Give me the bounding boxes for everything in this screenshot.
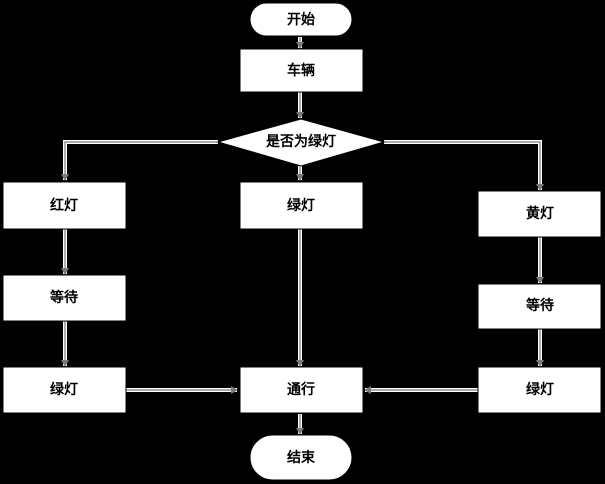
connectors <box>61 37 544 435</box>
node-green-light-mid-label: 绿灯 <box>287 197 315 214</box>
node-decision: 是否为绿灯 <box>216 118 386 167</box>
node-vehicle-label: 车辆 <box>287 62 315 79</box>
node-red-light: 红灯 <box>2 181 127 230</box>
node-pass: 通行 <box>239 366 364 414</box>
node-start-label: 开始 <box>287 11 315 28</box>
node-green-right-label: 绿灯 <box>526 381 554 398</box>
node-green-right: 绿灯 <box>477 366 602 414</box>
node-green-left-label: 绿灯 <box>50 381 78 398</box>
node-wait-right-label: 等待 <box>526 297 554 314</box>
node-yellow-light-label: 黄灯 <box>526 205 554 222</box>
node-end-label: 结束 <box>287 449 316 466</box>
node-start: 开始 <box>249 2 353 37</box>
node-green-left: 绿灯 <box>2 366 127 414</box>
node-pass-label: 通行 <box>287 381 315 398</box>
node-wait-right: 等待 <box>477 283 602 330</box>
node-yellow-light: 黄灯 <box>477 190 602 238</box>
node-vehicle: 车辆 <box>239 48 364 93</box>
node-end: 结束 <box>249 434 353 481</box>
node-green-light-mid: 绿灯 <box>239 181 364 230</box>
node-decision-label: 是否为绿灯 <box>266 133 336 150</box>
node-wait-left-label: 等待 <box>50 289 78 306</box>
node-wait-left: 等待 <box>2 274 127 322</box>
edge-decision-red <box>61 140 218 181</box>
node-red-light-label: 红灯 <box>50 197 78 214</box>
edge-decision-yellow <box>384 140 544 191</box>
